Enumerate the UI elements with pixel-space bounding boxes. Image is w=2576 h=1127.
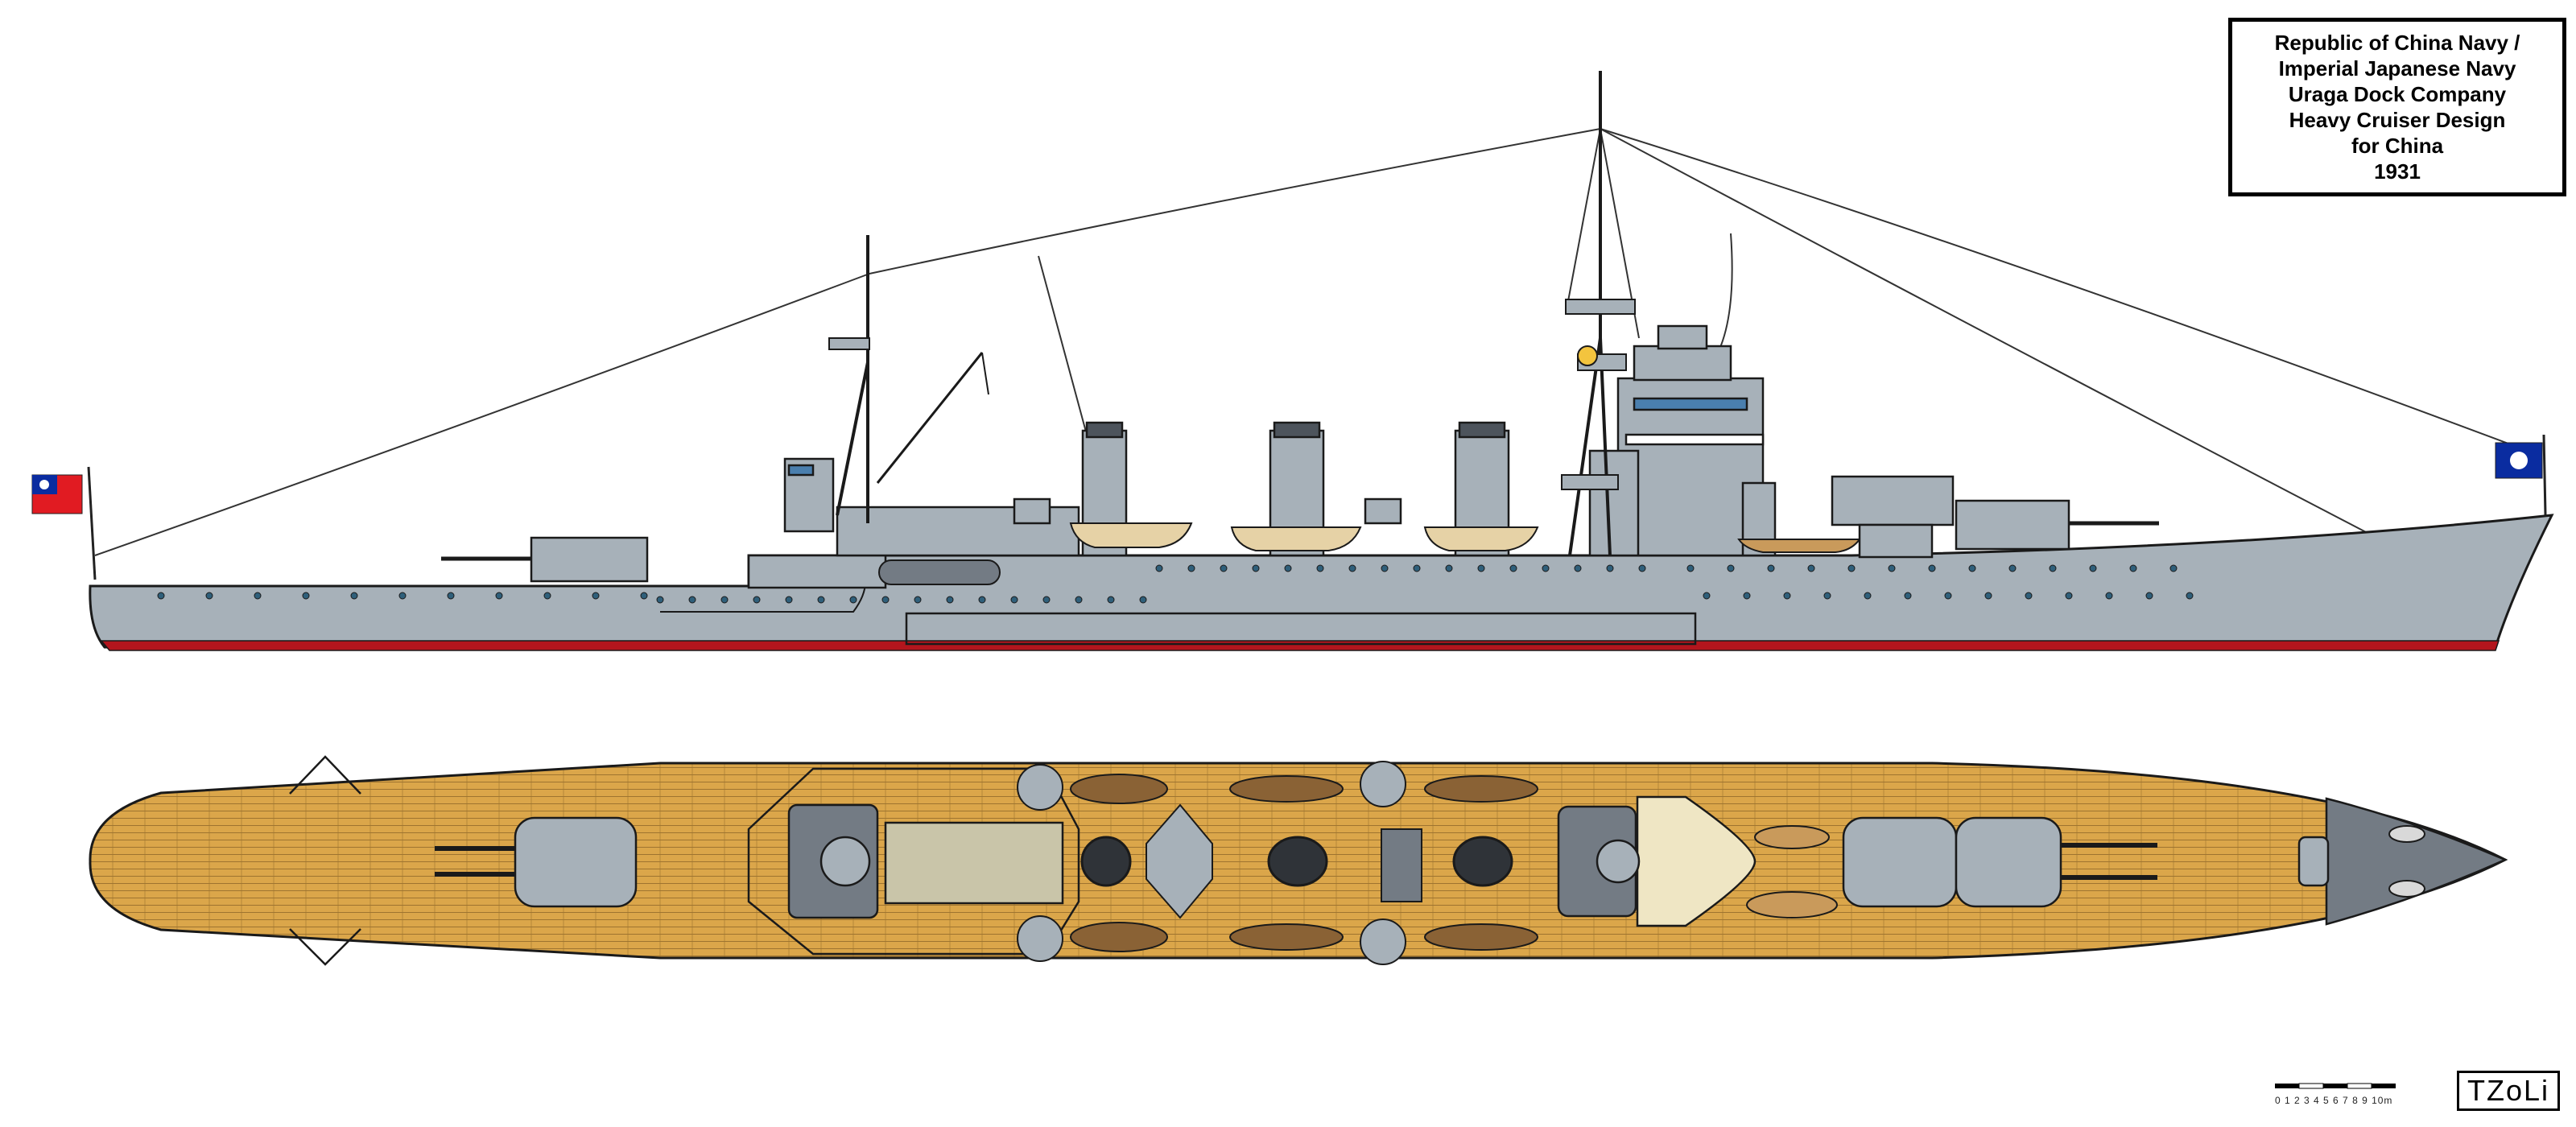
aft-deckhouse-top <box>747 767 1080 956</box>
secondary-gun-tubs <box>1017 761 1422 965</box>
title-line: Uraga Dock Company <box>2288 82 2507 106</box>
bridge-top <box>1557 795 1757 927</box>
main-turrets <box>441 475 2159 583</box>
artist-signature: TZoLi <box>2457 1071 2560 1111</box>
forward-superstructure <box>1588 324 1777 557</box>
anchor-gear <box>2388 825 2425 898</box>
title-line: 1931 <box>2374 159 2421 184</box>
title-line: Republic of China Navy / <box>2274 31 2520 55</box>
scale-bar <box>2275 1083 2396 1089</box>
portholes <box>157 564 2194 604</box>
top-plan-view <box>89 755 2508 966</box>
deck-boats <box>1070 774 1838 952</box>
aft-turret-top <box>435 816 638 908</box>
forward-turrets-top <box>1842 816 2330 908</box>
title-block: Republic of China Navy / Imperial Japane… <box>2228 18 2566 196</box>
hull <box>89 514 2554 651</box>
foremast <box>1561 71 1636 556</box>
side-profile-view <box>31 71 2554 651</box>
stern-flag <box>31 466 97 580</box>
title-line: Heavy Cruiser Design <box>2289 108 2506 132</box>
stern-booms <box>289 755 361 966</box>
mainmast <box>828 235 989 523</box>
forecastle-deck <box>2325 797 2508 926</box>
title-line: for China <box>2351 134 2444 158</box>
lifeboats <box>878 522 1861 585</box>
scale-bar-label: 0 1 2 3 4 5 6 7 8 9 10m <box>2275 1095 2393 1106</box>
funnel-tops <box>1080 836 1513 887</box>
title-line: Imperial Japanese Navy <box>2278 56 2516 80</box>
jack-flag <box>2495 434 2547 516</box>
